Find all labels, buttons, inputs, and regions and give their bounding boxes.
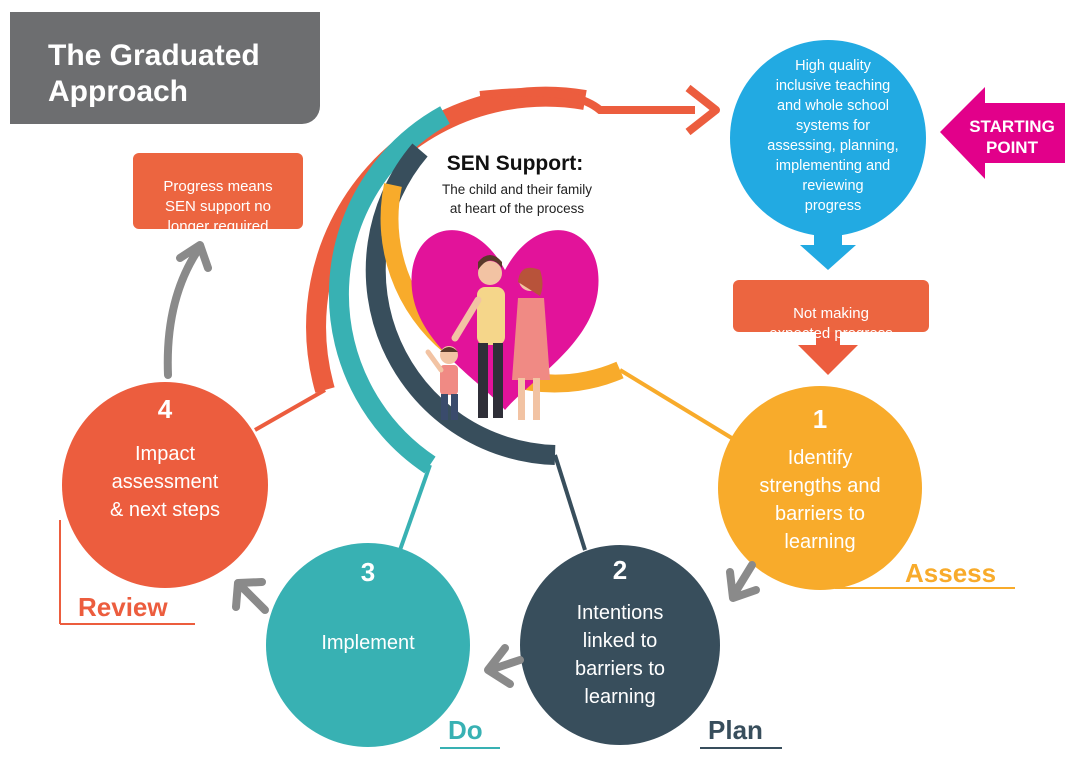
- not-making-progress-box: Not making expected progress: [733, 280, 929, 342]
- family-illustration: [425, 255, 550, 420]
- step-1-text: Identify strengths and barriers to learn…: [759, 447, 881, 553]
- stage-do: Do: [448, 715, 483, 745]
- top-orange-arrowhead: [685, 84, 720, 136]
- step-2: 2 Intentions linked to barriers to learn…: [520, 545, 720, 745]
- teal-connector: [398, 464, 432, 551]
- step-2-circle: [520, 545, 720, 745]
- starting-point-arrow: [940, 87, 1065, 179]
- navy-connector: [553, 454, 587, 551]
- orange-down-arrow: [798, 330, 858, 375]
- arrow-1-to-2: [726, 561, 760, 602]
- starting-point-label: STARTING POINT: [969, 117, 1055, 157]
- stage-review: Review: [78, 592, 168, 622]
- title-box: The Graduated Approach: [10, 12, 320, 124]
- arrow-3-to-4: [232, 578, 269, 614]
- orange-connector: [254, 388, 326, 432]
- step-1-circle: [718, 386, 922, 590]
- teal-arc: [328, 106, 450, 474]
- blue-down-arrow: [800, 230, 856, 270]
- blue-circle: [730, 40, 926, 236]
- center-subtitle: The child and their family at heart of t…: [441, 182, 593, 216]
- starting-circle-text: High quality inclusive teaching and whol…: [767, 58, 899, 214]
- yellow-connector: [618, 368, 737, 442]
- step-3: 3 Implement: [266, 543, 470, 747]
- stage-assess: Assess: [905, 558, 997, 588]
- step-1: 1 Identify strengths and barriers to lea…: [718, 386, 922, 590]
- arrow-2-to-3: [484, 644, 524, 688]
- step-1-number: 1: [812, 404, 828, 434]
- stage-plan: Plan: [708, 715, 763, 745]
- top-orange-arrow: [479, 88, 695, 114]
- step-4-number: 4: [157, 394, 173, 424]
- arrow-4-to-top: [163, 241, 212, 379]
- not-making-progress-text: Not making expected progress: [769, 305, 893, 342]
- step-4-circle: [62, 382, 268, 588]
- progress-box: Progress means SEN support no longer req…: [133, 153, 303, 235]
- progress-box-text: Progress means SEN support no longer req…: [163, 178, 273, 235]
- step-4: 4 Impact assessment & next steps: [62, 382, 268, 588]
- center-title: SEN Support:: [446, 152, 584, 175]
- step-3-circle: [266, 543, 470, 747]
- step-4-text: Impact assessment & next steps: [109, 443, 221, 521]
- step-3-text: Implement: [321, 632, 415, 654]
- diagram-title: The Graduated Approach: [48, 39, 260, 108]
- step-2-text: Intentions linked to barriers to learnin…: [574, 602, 666, 708]
- step-2-number: 2: [612, 555, 628, 585]
- step-3-number: 3: [360, 557, 376, 587]
